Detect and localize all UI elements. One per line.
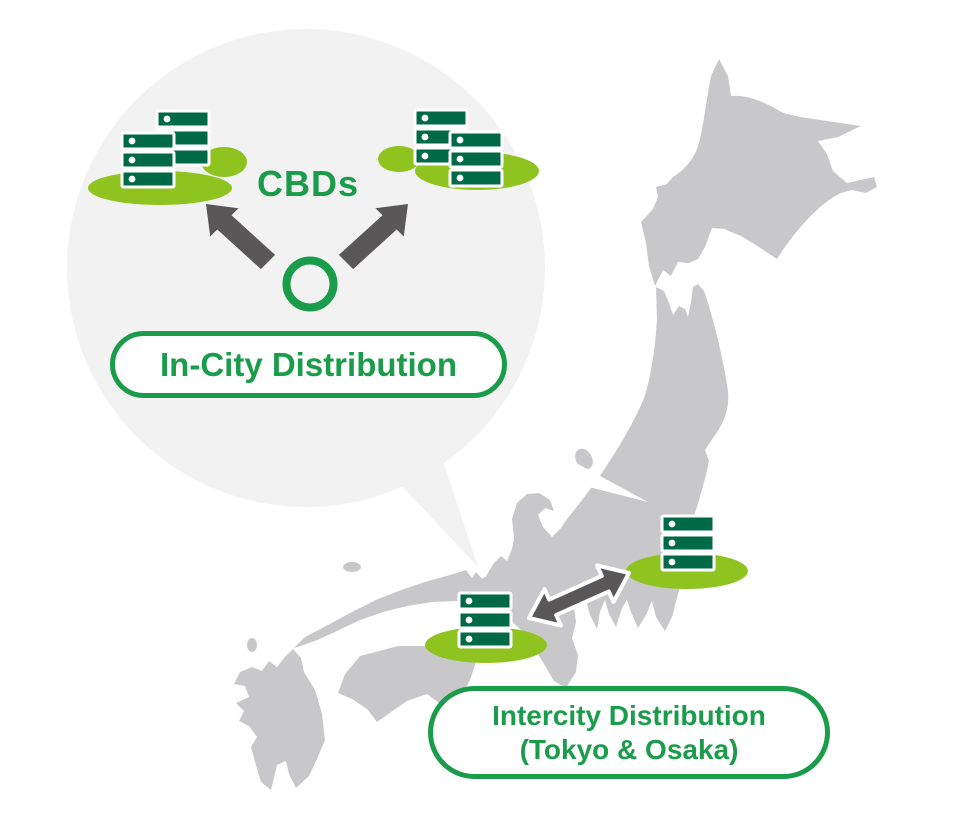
kyushu-landmass — [234, 649, 325, 790]
speech-bubble-circle — [67, 29, 545, 507]
intercity-distribution-label-line1: Intercity Distribution — [492, 699, 766, 731]
oki-island — [343, 562, 361, 572]
sado-island — [575, 448, 593, 470]
intercity-distribution-pill: Intercity Distribution (Tokyo & Osaka) — [428, 686, 830, 779]
arrow-up-right-icon — [338, 204, 408, 270]
osaka-site — [425, 591, 547, 663]
tokyo-site — [626, 514, 748, 589]
intercity-double-arrow-icon — [527, 563, 631, 628]
cbds-label: CBDs — [256, 163, 359, 204]
server-stack-icon — [660, 514, 716, 572]
intercity-distribution-label-line2: (Tokyo & Osaka) — [519, 733, 739, 765]
city-base-ellipse — [378, 146, 420, 172]
cbd-cluster-left — [88, 109, 247, 205]
in-city-distribution-pill: In-City Distribution — [110, 331, 507, 398]
server-stack-icon — [457, 591, 513, 649]
city-base-ellipse — [201, 147, 247, 177]
cbd-cluster-right — [378, 108, 539, 190]
arrow-up-left-icon — [206, 204, 276, 270]
tsushima-island — [247, 638, 257, 652]
in-city-distribution-label: In-City Distribution — [160, 345, 457, 383]
origin-ring-icon — [282, 256, 338, 312]
hokkaido-landmass — [641, 59, 877, 286]
